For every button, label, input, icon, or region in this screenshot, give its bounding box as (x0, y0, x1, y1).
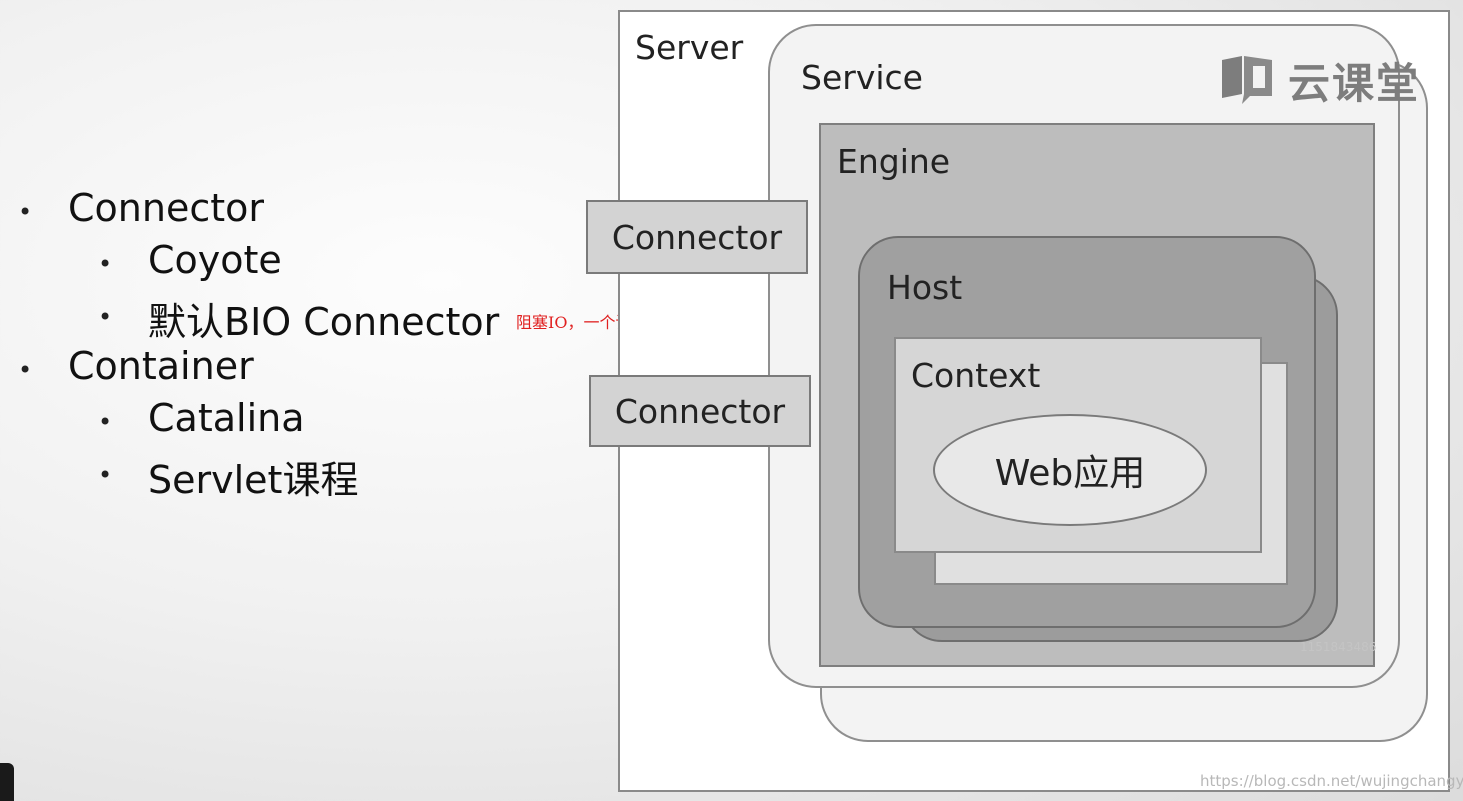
connector-box-2: Connector (589, 375, 811, 447)
service-label: Service (801, 58, 923, 97)
bullet-dot: • (98, 408, 113, 436)
bullet-dot: • (98, 250, 113, 278)
bullet-container: Container (68, 344, 254, 388)
bullet-servlet-course: Servlet课程 (148, 458, 359, 502)
host-label: Host (887, 268, 963, 307)
engine-label: Engine (837, 142, 951, 181)
bullet-dot: • (18, 356, 33, 384)
web-app-ellipse: Web应用 (933, 414, 1207, 526)
web-app-label: Web应用 (994, 453, 1146, 494)
bullet-coyote: Coyote (148, 238, 282, 282)
bullet-dot: • (98, 461, 113, 489)
server-label: Server (635, 28, 744, 67)
bullet-default-bio-connector: 默认BIO Connector (148, 300, 500, 344)
logo-text: 云课堂 (1288, 58, 1421, 108)
bullet-dot: • (18, 198, 33, 226)
connector-label-2: Connector (614, 391, 786, 431)
book-chat-icon (1222, 56, 1272, 104)
bullet-connector: Connector (68, 186, 264, 230)
connector-box-1: Connector (586, 200, 808, 274)
bullet-dot: • (98, 303, 113, 331)
connector-label-1: Connector (611, 217, 783, 257)
corner-tab (0, 763, 14, 801)
watermark-url: https://blog.csdn.net/wujingchangye (1200, 772, 1463, 790)
context-label: Context (911, 356, 1041, 395)
watermark-id: 1151843486 (1300, 640, 1377, 654)
yunketang-logo: 云课堂 (1220, 52, 1425, 108)
bullet-catalina: Catalina (148, 396, 305, 440)
